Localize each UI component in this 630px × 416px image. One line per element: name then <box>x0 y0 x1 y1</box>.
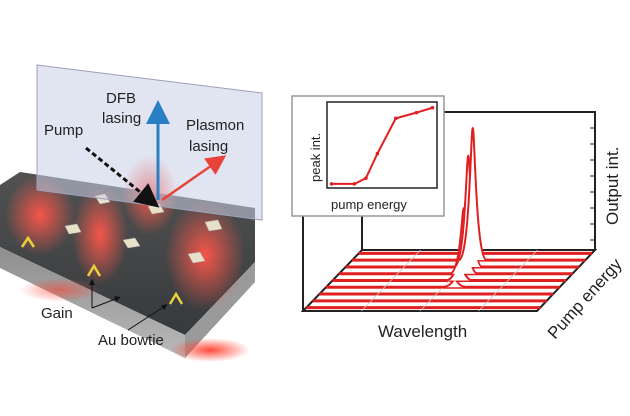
inset-x-label: pump energy <box>331 197 407 212</box>
inset-point <box>352 182 357 186</box>
red-glow <box>5 155 250 362</box>
device-schematic: DFB lasing Pump Plasmon lasing Gain Au b… <box>0 64 263 362</box>
spectra-plot: Wavelength Output int. Pump energy peak … <box>291 95 626 343</box>
plasmon-label: Plasmon <box>186 117 244 134</box>
y-axis-label: Output int. <box>603 147 622 225</box>
floor-grid <box>478 249 538 312</box>
output-axis-ticks <box>590 127 595 241</box>
inset-point <box>375 151 380 156</box>
spectral-peak <box>457 126 488 262</box>
spectral-peaks <box>440 126 488 289</box>
au-bowtie-pointer <box>127 304 168 331</box>
inset-point <box>364 176 368 180</box>
gain-label: Gain <box>41 305 73 322</box>
plasmon-lasing-arrow <box>161 155 227 202</box>
au-bowtie-label: Au bowtie <box>98 332 164 349</box>
gain-pointer-2 <box>91 296 121 309</box>
dfb-label: DFB <box>106 90 136 107</box>
inset-point <box>393 116 398 121</box>
x-axis-label: Wavelength <box>378 322 467 341</box>
inset-point <box>414 110 419 115</box>
floor-grid <box>361 249 421 312</box>
dfb-lasing-label: lasing <box>102 110 141 127</box>
emission-plane <box>36 64 263 221</box>
cladding-layer <box>0 172 255 335</box>
au-bowtie-edge <box>20 235 184 305</box>
inset-point <box>329 182 334 186</box>
inset-point <box>430 105 435 110</box>
pump-label: Pump <box>44 122 83 139</box>
inset-y-label: peak int. <box>308 133 323 182</box>
inset-series <box>329 105 435 186</box>
pump-arrow <box>85 146 160 208</box>
plasmon-lasing-label: lasing <box>189 138 228 155</box>
